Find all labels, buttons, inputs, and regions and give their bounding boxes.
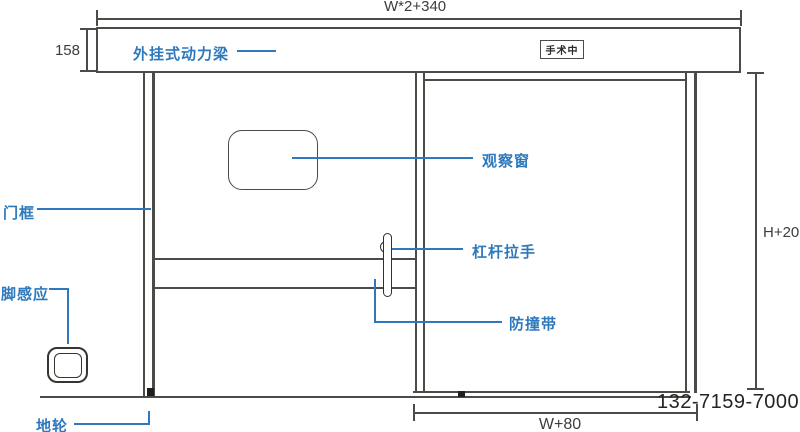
lever-handle-label: 杠杆拉手 [472,244,537,261]
leaf-width-dimension-line [414,412,697,414]
leaf-top-rail [425,79,686,81]
door-height-dimension-line [755,73,757,390]
overall-width-tick-right [740,10,742,26]
floor-wheel-left-shape [147,388,154,396]
overall-width-dimension-text: W*2+340 [384,0,447,15]
door-frame-leader-line [37,208,151,210]
power-beam-label: 外挂式动力梁 [133,46,230,63]
power-beam-leader-line [237,50,276,52]
leaf-left-stile-inner [423,73,425,393]
anti-collision-strip-label: 防撞带 [509,316,558,333]
beam-height-dimension-line [86,28,88,72]
power-beam-box [96,27,741,73]
floor-wheel-leader-vertical [148,411,150,425]
right-frame-inner-line [685,73,687,393]
leaf-width-tick-left [413,404,415,421]
beam-height-dimension-text: 158 [54,42,80,59]
phone-number-text: 132-7159-7000 [657,391,800,413]
leaf-bottom-rail [413,391,690,393]
floor-wheel-leader-horizontal [74,423,150,425]
left-frame-inner-line [152,73,155,396]
overall-width-tick-left [96,10,98,26]
leaf-left-stile-outer [415,73,417,393]
door-height-tick-top [747,72,764,74]
overall-width-dimension-line [97,18,741,20]
surgery-sign-box: 手术中 [540,40,584,59]
left-frame-outer-line [143,73,145,396]
observation-window-leader-line [292,157,473,159]
foot-sensor-leader-horizontal [49,288,69,290]
lever-handle-shape [383,233,392,297]
anti-collision-leader-horizontal [374,321,502,323]
door-height-tick-bottom [747,388,764,390]
anti-collision-band-top-line [155,258,416,260]
door-frame-label: 门框 [3,205,36,222]
anti-collision-leader-vertical [374,279,376,323]
lever-handle-leader-line [392,248,463,250]
anti-collision-band-bottom-line [155,287,416,289]
surgery-sign-label: 手术中 [545,46,579,57]
floor-wheel-right-shape [458,391,465,397]
foot-sensor-outer-shape [47,347,88,383]
door-height-dimension-text: H+20 [763,224,800,241]
observation-window-label: 观察窗 [482,153,531,170]
leaf-width-tick-right [696,404,698,421]
floor-wheel-label: 地轮 [36,418,69,432]
beam-height-tick-bottom [80,70,96,72]
foot-sensor-leader-vertical [67,288,69,344]
right-frame-outer-line [694,73,697,393]
floor-line [40,396,691,398]
leaf-width-dimension-text: W+80 [538,416,582,432]
observation-window-shape [228,130,318,190]
foot-sensor-inner-shape [54,353,82,378]
beam-height-tick-top [80,28,96,30]
foot-sensor-label: 脚感应 [1,286,50,303]
